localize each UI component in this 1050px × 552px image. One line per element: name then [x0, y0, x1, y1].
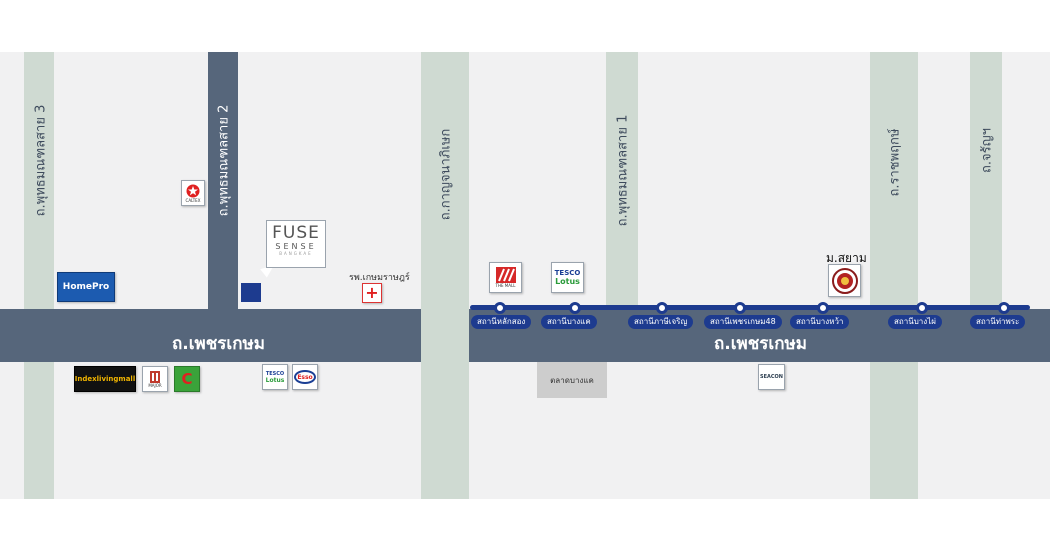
station-label: สถานีบางหว้า	[790, 315, 850, 329]
station-dot	[656, 302, 668, 314]
homepro-text: HomePro	[62, 282, 110, 292]
tesco-text: TESCO	[265, 370, 285, 377]
station-label: สถานีท่าพระ	[970, 315, 1026, 329]
road-phutthamonthon-1	[606, 52, 638, 309]
area-map: ถ.พุทธมณฑลสาย 3 ถ.พุทธมณฑลสาย 2 ถ.กาญจนา…	[0, 52, 1050, 499]
road-phutthamonthon-2	[208, 52, 238, 309]
university-label: ม.สยาม	[826, 251, 867, 265]
seacon-text: SEACON	[760, 374, 783, 380]
university-seal-icon	[831, 267, 858, 294]
esso-logo: Esso	[292, 364, 318, 390]
label-phetkasem-right: ถ.เพชรเกษม	[714, 334, 807, 354]
bigc-logo: C	[174, 366, 200, 392]
road-ratchaphruek	[870, 52, 918, 499]
label-phutthamonthon-3: ถ.พุทธมณฑลสาย 3	[33, 104, 49, 217]
label-phutthamonthon-2: ถ.พุทธมณฑลสาย 2	[216, 104, 232, 217]
road-phutthamonthon-3	[24, 52, 54, 499]
major-text: MAJOR	[148, 382, 162, 388]
bangkae-market: ตลาดบางแค	[537, 362, 607, 398]
project-location: BANGKAE	[279, 251, 313, 256]
station-dot	[998, 302, 1010, 314]
project-location-marker	[241, 283, 261, 302]
station-dot	[817, 302, 829, 314]
project-name: FUSE	[272, 223, 320, 243]
major-cineplex-logo: MAJOR	[142, 366, 168, 392]
label-kanlapaphruek: ถ.กาญจนาภิเษก	[438, 128, 454, 221]
tesco-text: TESCO	[554, 269, 581, 277]
bts-line	[470, 305, 1030, 310]
homepro-logo: HomePro	[57, 272, 115, 302]
road-kanlapaphruek	[421, 52, 469, 499]
project-subname: SENSE	[275, 242, 317, 251]
station-dot	[569, 302, 581, 314]
station-label: สถานีหลักสอง	[471, 315, 532, 329]
esso-text: Esso	[297, 373, 313, 381]
station-dot	[494, 302, 506, 314]
indexlivingmall-logo: Indexlivingmall	[74, 366, 136, 392]
caltex-text: CALTEX	[185, 197, 201, 203]
station-label: สถานีบางแค	[541, 315, 597, 329]
label-phutthamonthon-1: ถ.พุทธมณฑลสาย 1	[615, 114, 631, 227]
indexlivingmall-text: Indexlivingmall	[74, 375, 136, 383]
hospital-icon: +	[362, 283, 382, 303]
station-label: สถานีบางไผ่	[888, 315, 942, 329]
station-dot	[916, 302, 928, 314]
star-icon	[186, 184, 200, 197]
road-charan	[970, 52, 1002, 309]
lotus-text: Lotus	[265, 376, 285, 384]
bigc-text: C	[181, 370, 193, 388]
tesco-lotus-logo: TESCO Lotus	[551, 262, 584, 293]
label-charan: ถ.จรัญฯ	[979, 128, 995, 173]
the-mall-text: THE MALL	[495, 283, 516, 288]
the-mall-icon	[495, 267, 516, 283]
road-phetkasem-left	[0, 309, 421, 362]
label-ratchaphruek: ถ.ราชพฤกษ์	[887, 128, 903, 197]
hospital-label: รพ.เกษมราษฎร์	[349, 273, 410, 283]
station-label: สถานีภาษีเจริญ	[628, 315, 694, 329]
siam-university-logo	[828, 264, 861, 297]
the-mall-logo: THE MALL	[489, 262, 522, 293]
tesco-lotus-logo: TESCO Lotus	[262, 364, 288, 390]
caltex-logo-icon: CALTEX	[181, 180, 205, 206]
seacon-logo: SEACON	[758, 364, 785, 390]
cinema-icon	[150, 370, 160, 383]
station-label: สถานีเพชรเกษม48	[704, 315, 782, 329]
market-label: ตลาดบางแค	[550, 375, 594, 385]
label-phetkasem-left: ถ.เพชรเกษม	[172, 334, 265, 354]
station-dot	[734, 302, 746, 314]
project-logo: FUSE SENSE BANGKAE	[266, 220, 326, 268]
lotus-text: Lotus	[555, 277, 580, 286]
